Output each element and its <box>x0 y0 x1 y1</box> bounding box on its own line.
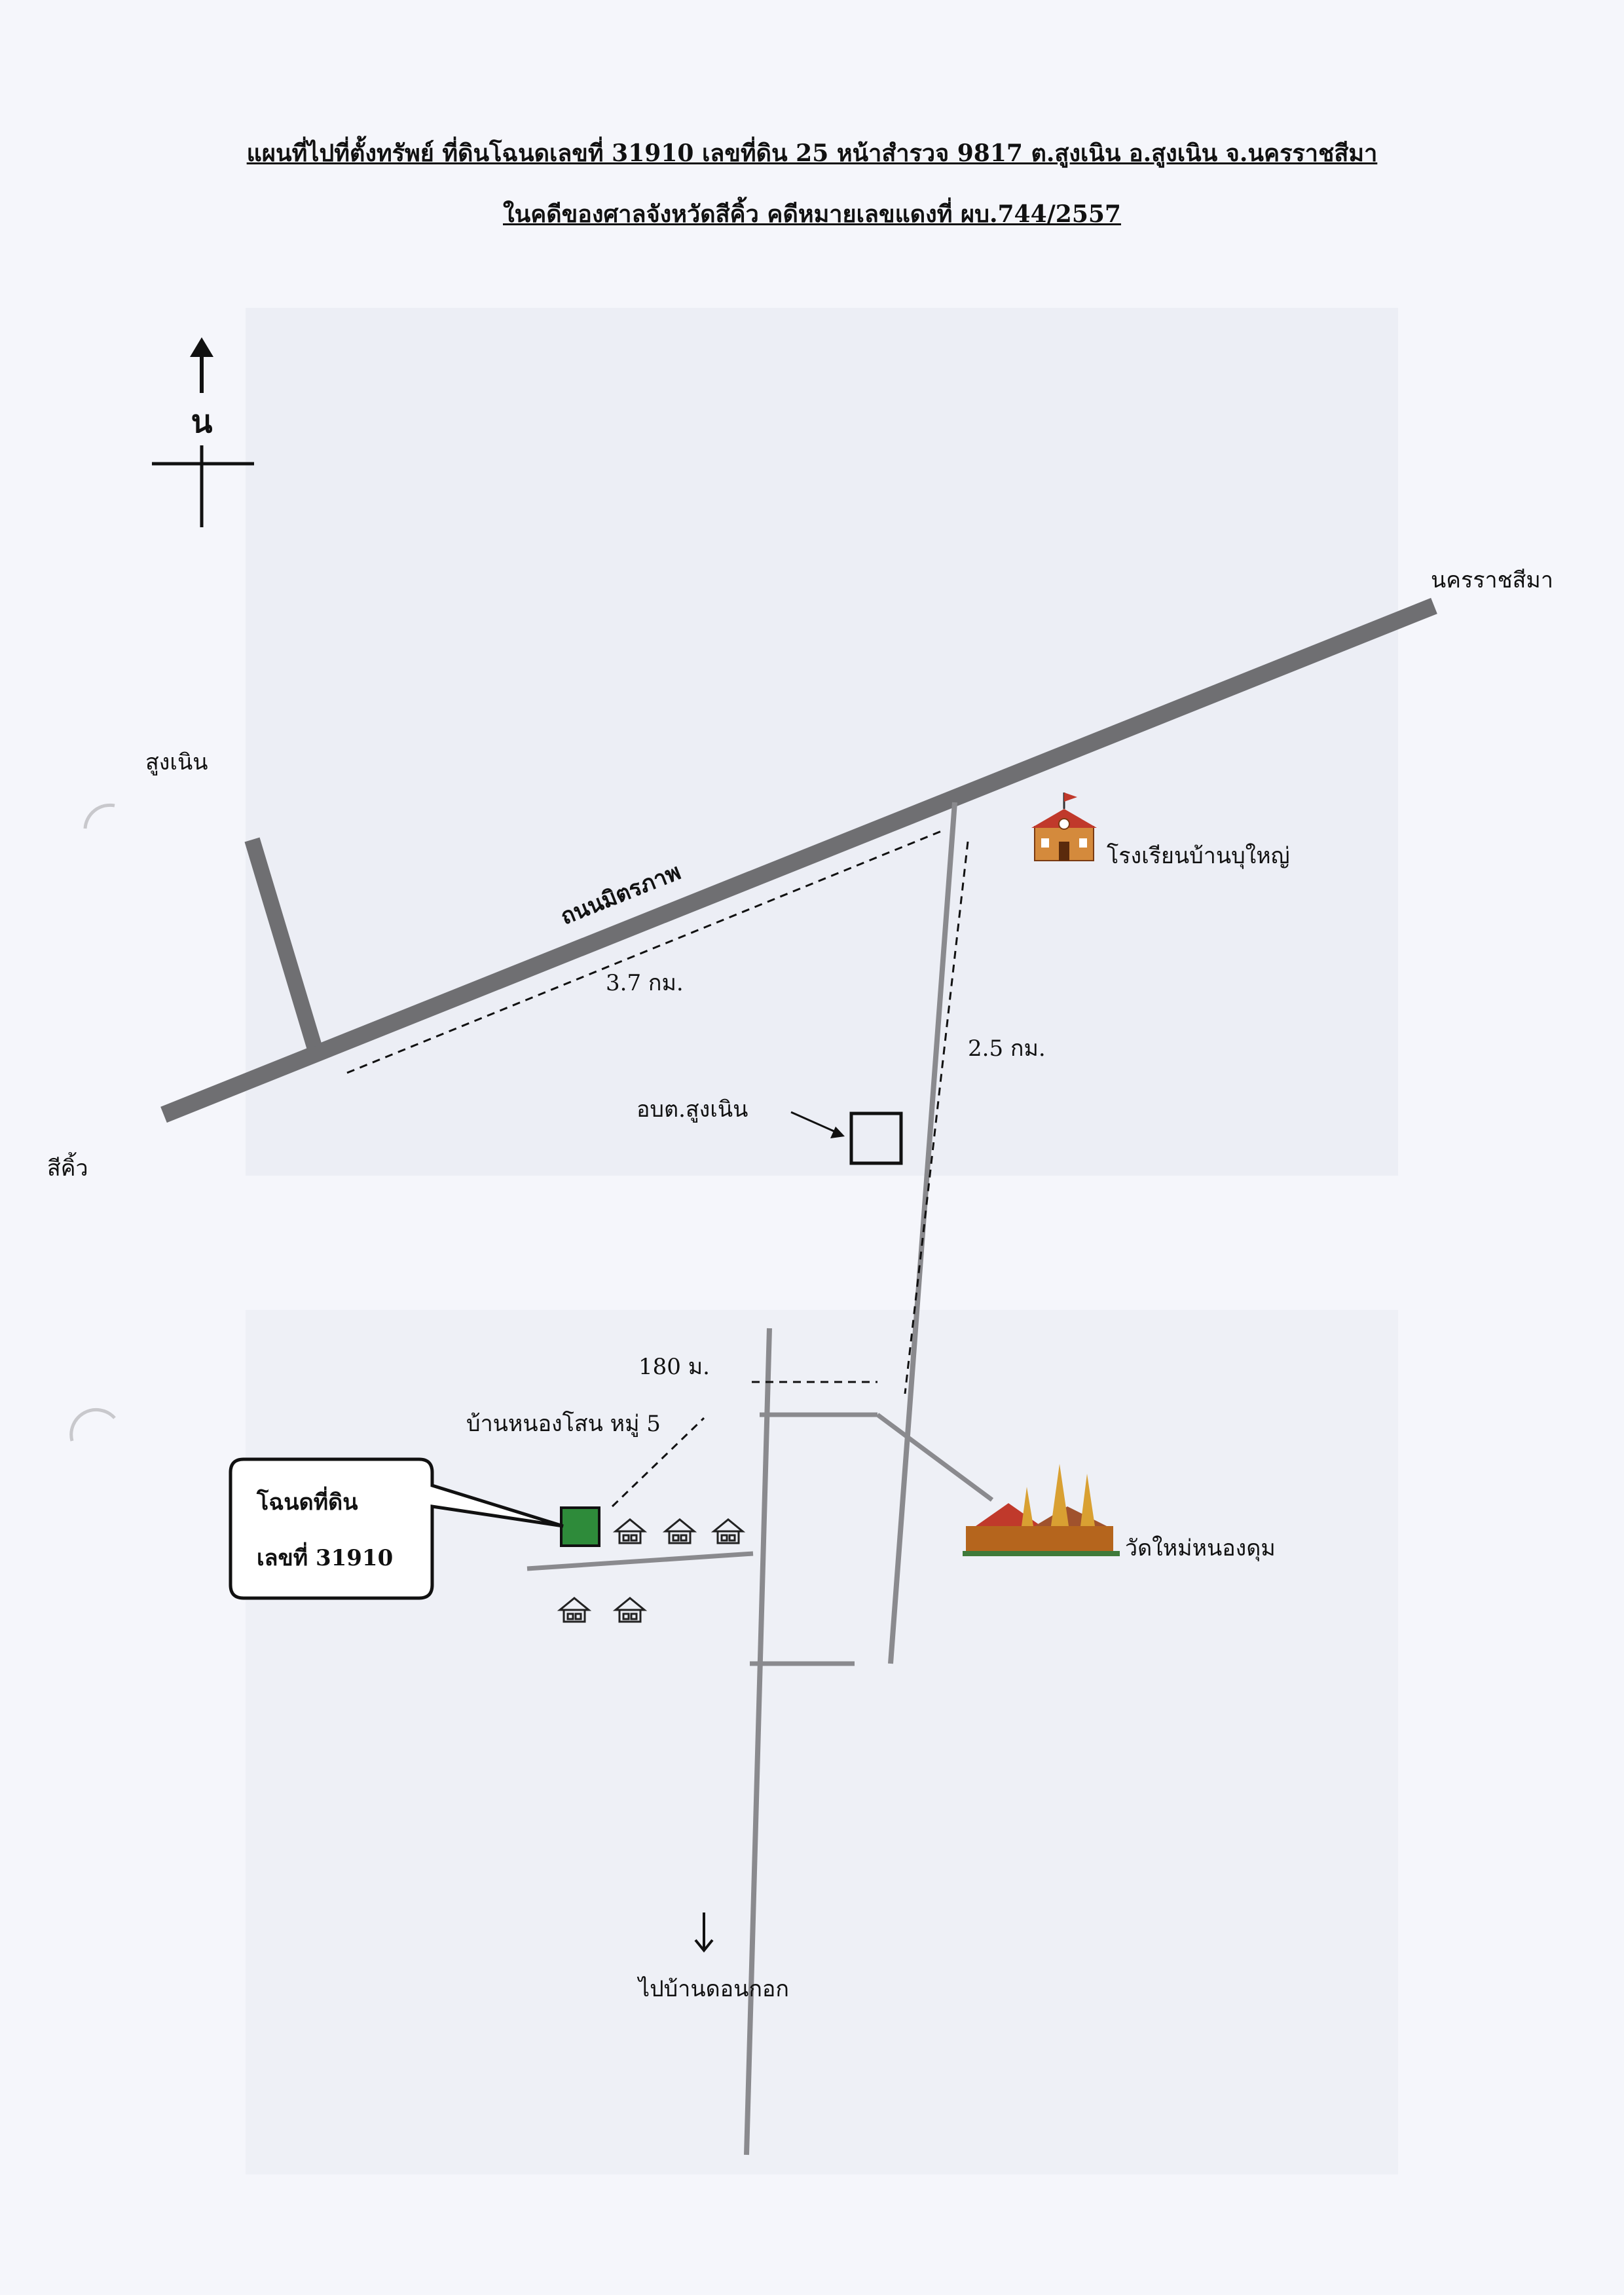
label-sung-noen: สูงเนิน <box>145 749 208 775</box>
temple-icon <box>963 1464 1120 1556</box>
down-arrow-icon <box>694 1912 714 1953</box>
parcel-callout-box <box>229 1457 564 1600</box>
faded-photo-top <box>246 308 1398 1176</box>
binder-hole-1 <box>83 803 115 829</box>
map-title-line-1: แผนที่ไปที่ตั้งทรัพย์ ที่ดินโฉนดเลขที่ 3… <box>246 140 1378 167</box>
map-title-line-2: ในคดีของศาลจังหวัดสีคิ้ว คดีหมายเลขแดงที… <box>503 200 1121 228</box>
pointer-arrowhead-icon <box>830 1127 845 1138</box>
house-icon <box>612 1518 648 1544</box>
house-icon <box>662 1518 697 1544</box>
callout-parcel-line-2: เลขที่ 31910 <box>257 1542 393 1571</box>
label-distance-3-7km: 3.7 กม. <box>606 970 684 996</box>
label-temple: วัดใหม่หนองดุม <box>1125 1535 1276 1561</box>
north-arrow-icon <box>152 337 254 527</box>
school-icon <box>1031 793 1097 861</box>
faded-photo-bottom <box>246 1310 1398 2174</box>
tambon-office-marker <box>849 1111 903 1165</box>
road-to-temple <box>876 1413 994 1502</box>
callout-parcel-line-1: โฉนดที่ดิน <box>256 1486 358 1516</box>
label-to-don-kok: ไปบ้านดอนกอก <box>637 1976 789 2002</box>
house-icon <box>557 1597 592 1623</box>
distance-line-2-5km <box>904 841 969 1394</box>
north-label: น <box>191 403 213 440</box>
highway-mittraphap <box>160 597 1437 1123</box>
local-road-west <box>744 1328 772 2155</box>
label-distance-2-5km: 2.5 กม. <box>968 1036 1046 1062</box>
distance-line-village <box>611 1417 705 1508</box>
label-tambon-office: อบต.สูงเนิน <box>637 1096 748 1123</box>
local-road-main <box>888 802 957 1664</box>
house-icon <box>710 1518 746 1544</box>
house-icon <box>612 1597 648 1623</box>
access-road-to-parcel <box>526 1551 754 1571</box>
label-distance-180m: 180 ม. <box>638 1354 710 1380</box>
tambon-office-pointer <box>790 1111 839 1134</box>
distance-line-3-7km <box>346 829 944 1074</box>
label-village: บ้านหนองโสน หมู่ 5 <box>466 1411 661 1437</box>
land-parcel-marker <box>560 1506 600 1547</box>
road-to-sung-noen <box>244 837 322 1049</box>
label-sikhio: สีคิ้ว <box>47 1152 88 1182</box>
binder-hole-2 <box>69 1408 116 1442</box>
label-school: โรงเรียนบ้านบุใหญ่ <box>1107 843 1290 869</box>
label-nakhon-ratchasima: นครราชสีมา <box>1431 567 1553 593</box>
